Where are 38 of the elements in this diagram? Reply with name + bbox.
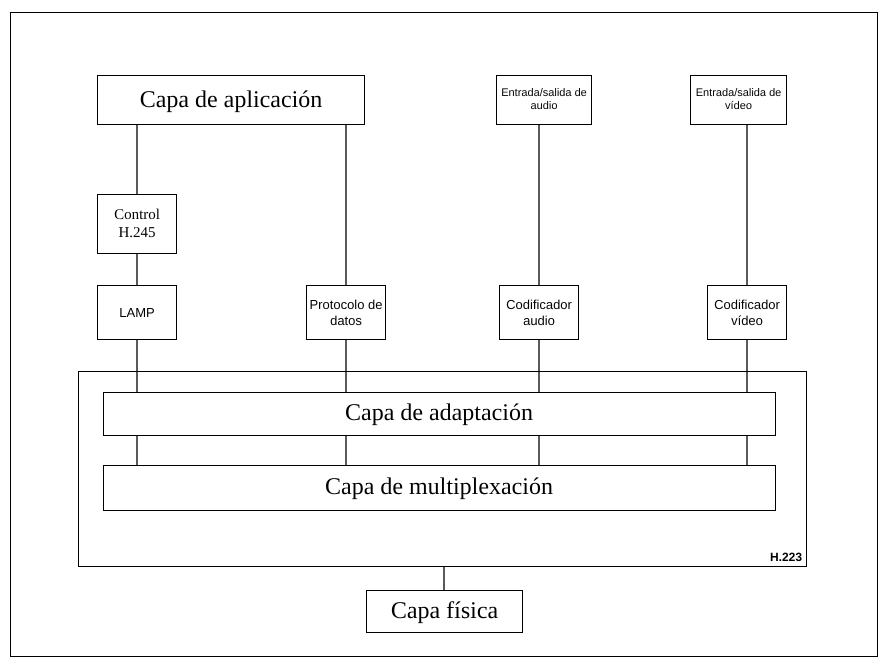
connector-line — [136, 125, 138, 194]
protocol-group-box — [78, 371, 807, 567]
layer-box — [690, 75, 787, 125]
box-label: Entrada/salida de vídeo — [694, 86, 782, 114]
box-label: LAMP — [119, 304, 155, 320]
connector-line — [746, 125, 748, 285]
box-label: Control H.245 — [113, 206, 161, 242]
connector-line — [538, 436, 540, 465]
box-label: Capa de adaptación — [345, 399, 533, 428]
layer-box — [97, 75, 365, 125]
connector-line — [136, 436, 138, 465]
box-label: Capa de multiplexación — [325, 473, 553, 502]
connector-line — [345, 125, 347, 285]
connector-line — [136, 254, 138, 285]
connector-line — [345, 340, 347, 392]
box-label: Protocolo de datos — [308, 296, 384, 328]
connector-line — [443, 567, 445, 590]
connector-line — [746, 340, 748, 392]
layer-box — [707, 285, 787, 340]
box-label: Entrada/salida de audio — [500, 86, 588, 114]
layer-box — [102, 464, 776, 510]
box-label: Codificador vídeo — [713, 296, 781, 328]
layer-box — [306, 285, 386, 340]
box-label: Capa de aplicación — [140, 86, 322, 114]
connector-line — [746, 436, 748, 465]
layer-box — [97, 194, 177, 254]
layer-box — [97, 285, 177, 340]
box-label: Capa física — [390, 597, 498, 626]
connector-line — [538, 125, 540, 285]
group-label: H.223 — [770, 550, 802, 564]
layer-box — [499, 285, 579, 340]
connector-line — [345, 436, 347, 465]
layer-box — [496, 75, 592, 125]
layer-box — [102, 392, 776, 436]
connector-line — [538, 340, 540, 392]
box-label: Codificador audio — [505, 296, 573, 328]
connector-line — [136, 340, 138, 392]
layer-box — [366, 590, 523, 633]
